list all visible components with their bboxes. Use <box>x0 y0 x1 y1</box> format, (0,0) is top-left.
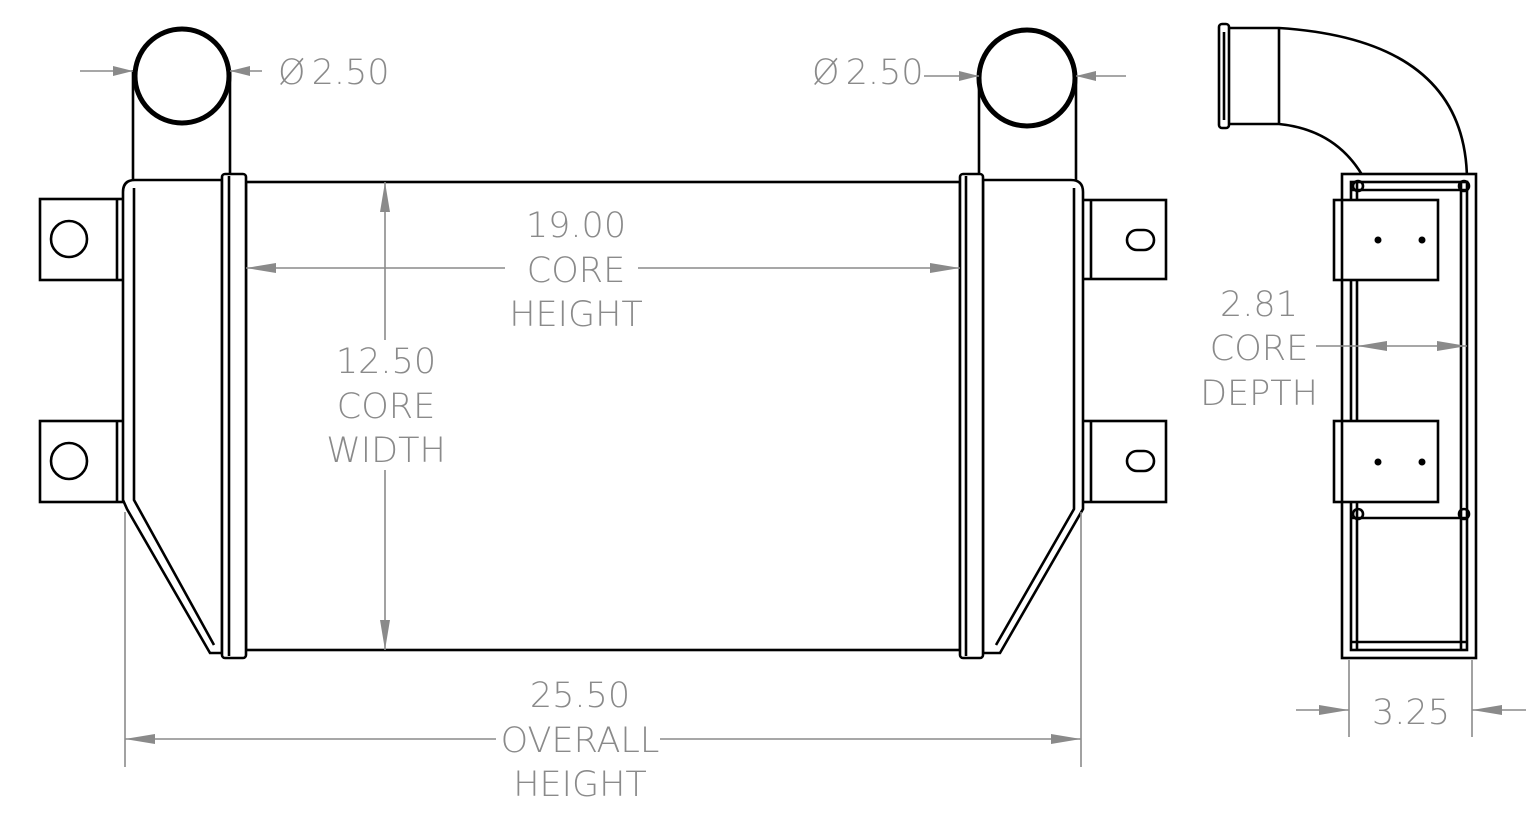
overall-label-2: HEIGHT <box>513 765 647 805</box>
core-depth-value: 2.81 <box>1220 285 1298 325</box>
dimension-lines <box>80 66 1526 767</box>
core-width-label-2: WIDTH <box>326 431 446 471</box>
left-end-tank <box>121 178 224 655</box>
side-elbow-pipe <box>1229 26 1469 181</box>
core-width-label-1: CORE <box>337 387 435 427</box>
right-mount-brackets <box>1080 198 1168 504</box>
core-depth-label-2: DEPTH <box>1200 374 1318 414</box>
front-view <box>38 26 1168 660</box>
core-height-label-2: HEIGHT <box>509 295 643 335</box>
left-mount-brackets <box>38 197 128 504</box>
overall-value: 25.50 <box>530 676 630 716</box>
left-header-plate <box>220 172 248 660</box>
core-depth-label-1: CORE <box>1210 329 1308 369</box>
core-height-value: 19.00 <box>526 206 626 246</box>
overall-label-1: OVERALL <box>501 721 660 761</box>
core <box>244 180 962 652</box>
side-view <box>1217 22 1478 660</box>
left-inlet-pipe <box>131 26 232 180</box>
core-width-value: 12.50 <box>336 342 436 382</box>
right-inlet-pipe <box>976 27 1078 180</box>
side-depth-value: 3.25 <box>1372 693 1450 733</box>
core-height-label-1: CORE <box>527 251 625 291</box>
right-header-plate <box>958 172 985 660</box>
